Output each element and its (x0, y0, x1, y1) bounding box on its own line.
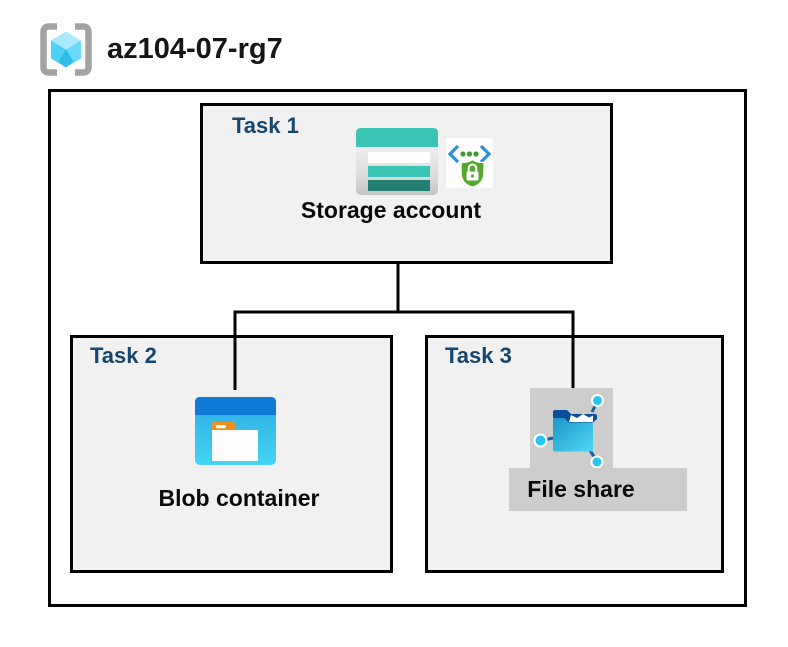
file-share-label-strip: File share (509, 468, 687, 511)
task2-label: Task 2 (90, 343, 157, 368)
file-share-label: File share (527, 476, 635, 502)
storage-account-icon (356, 128, 438, 195)
resource-group-title: az104-07-rg7 (107, 33, 283, 65)
task3-label: Task 3 (445, 343, 512, 368)
blob-container-icon (195, 397, 276, 465)
file-share-icon (533, 394, 604, 469)
storage-account-label: Storage account (300, 197, 482, 223)
task1-label: Task 1 (232, 113, 299, 138)
blob-container-label: Blob container (158, 485, 320, 511)
task2-box: Task 2 (70, 335, 393, 573)
resource-group-icon (40, 23, 92, 76)
secure-access-icon (446, 138, 493, 188)
resource-group-header: az104-07-rg7 (37, 21, 283, 78)
